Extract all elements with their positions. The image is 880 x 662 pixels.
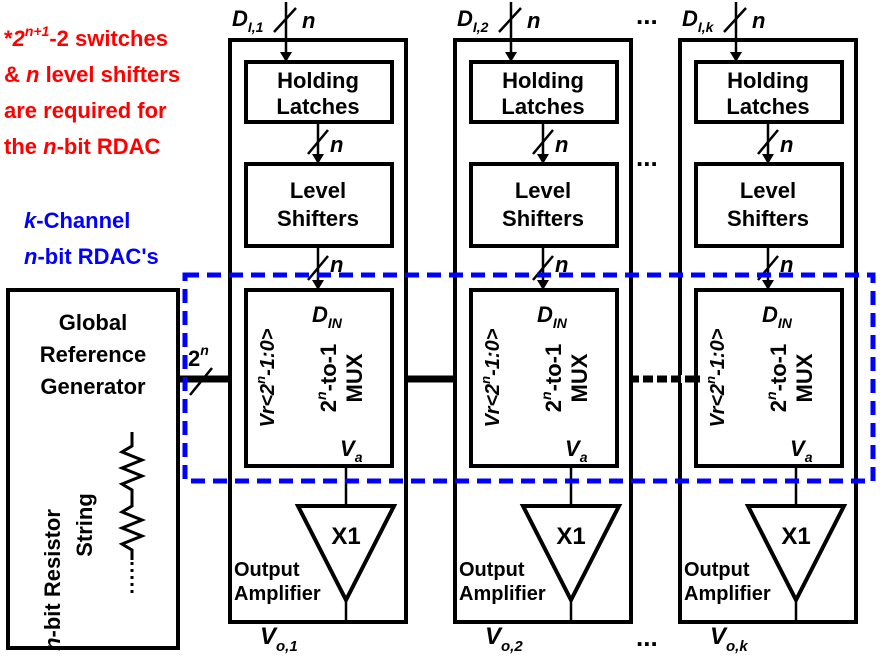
svg-text:DIN: DIN [537,302,568,331]
svg-text:k-Channel: k-Channel [24,208,130,233]
svg-text:Output: Output [684,559,750,581]
svg-text:Va: Va [340,436,363,465]
channel-input-label: DI,k [682,6,715,35]
svg-text:2n-to-1: 2n-to-1 [313,344,341,412]
ellipsis-bottom: ... [636,622,658,652]
latch-bit-width: n [330,132,343,157]
input-bit-width: n [527,8,540,33]
svg-text:*2n+1-2 switches: *2n+1-2 switches [4,23,168,51]
svg-text:DIN: DIN [312,302,343,331]
svg-text:Shifters: Shifters [502,206,584,231]
input-bit-width: n [302,8,315,33]
ellipsis-top: ... [636,0,658,30]
input-bit-width: n [752,8,765,33]
svg-text:the n-bit RDAC: the n-bit RDAC [4,134,161,159]
shifter-bit-width: n [780,252,793,277]
rdac-channel-label: k-Channel n-bit RDAC's [24,208,159,269]
channel-output-label: Vo,1 [260,623,298,655]
svg-text:Holding: Holding [502,68,584,93]
svg-text:Global: Global [59,310,127,335]
svg-text:Level: Level [740,178,796,203]
mux-reference-input-label: Vr<2n-1:0> [253,328,279,427]
resistor-string-label: n-bit Resistor String [40,493,97,651]
svg-text:Shifters: Shifters [277,206,359,231]
svg-text:Amplifier: Amplifier [459,583,546,605]
svg-text:Output: Output [459,559,525,581]
svg-text:Holding: Holding [277,68,359,93]
mux-reference-input-label: Vr<2n-1:0> [703,328,729,427]
svg-text:DIN: DIN [762,302,793,331]
channel-input-label: DI,1 [232,6,264,35]
svg-text:Level: Level [515,178,571,203]
note-line3: are required for [4,98,167,123]
svg-text:2n-to-1: 2n-to-1 [763,344,791,412]
svg-text:n-bit RDAC's: n-bit RDAC's [24,244,159,269]
channel-output-label: Vo,2 [485,623,523,655]
svg-text:X1: X1 [556,523,585,550]
rdac-region-outline [182,272,876,484]
bus-slash [189,367,213,396]
svg-text:MUX: MUX [792,353,817,402]
note-exp: n+1 [25,23,50,39]
latch-bit-width: n [555,132,568,157]
bus-width-label: 2n [188,342,209,371]
note-star: * [4,26,13,51]
svg-text:2n-to-1: 2n-to-1 [538,344,566,412]
svg-text:Latches: Latches [726,94,809,119]
svg-text:Amplifier: Amplifier [684,583,771,605]
shifter-bit-width: n [330,252,343,277]
shifter-bit-width: n [555,252,568,277]
svg-text:Shifters: Shifters [727,206,809,231]
note-line1-rest: -2 switches [49,26,168,51]
latch-bit-width: n [780,132,793,157]
channel-output-label: Vo,k [710,623,748,655]
svg-text:n-bit Resistor: n-bit Resistor [40,509,65,651]
mux-reference-input-label: Vr<2n-1:0> [478,328,504,427]
global-reference-generator: Global Reference Generator n-bit Resisto… [6,288,180,651]
svg-text:Va: Va [790,436,813,465]
svg-text:X1: X1 [781,523,810,550]
svg-text:Level: Level [290,178,346,203]
svg-text:Latches: Latches [501,94,584,119]
svg-text:MUX: MUX [342,353,367,402]
svg-text:& n level shifters: & n level shifters [4,62,180,87]
channel-input-label: DI,2 [457,6,489,35]
note-two: 2 [12,26,26,51]
switch-count-note: *2n+1-2 switches & n level shifters are … [4,23,180,159]
svg-text:String: String [72,493,97,557]
resistor-string-icon [117,432,147,594]
svg-text:Reference: Reference [40,342,146,367]
svg-text:X1: X1 [331,523,360,550]
svg-text:Output: Output [234,559,300,581]
svg-text:Holding: Holding [727,68,809,93]
ellipsis-mid: ... [636,142,658,172]
svg-text:MUX: MUX [567,353,592,402]
svg-text:Latches: Latches [276,94,359,119]
svg-text:Generator: Generator [40,374,146,399]
svg-text:Va: Va [565,436,588,465]
svg-text:Amplifier: Amplifier [234,583,321,605]
